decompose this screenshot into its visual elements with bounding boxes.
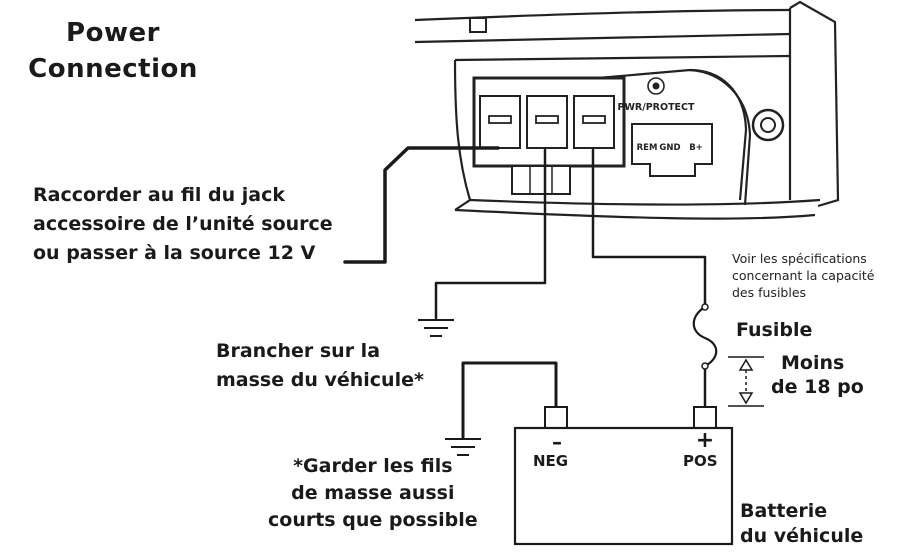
ground-wire-note: *Garder les fils de masse aussi courts q… — [268, 453, 478, 534]
amp-ground-wire — [434, 148, 547, 320]
pwr-protect-led-icon — [647, 77, 665, 95]
positive-symbol: + — [695, 428, 715, 453]
rem-label: REM — [637, 143, 658, 153]
fuse-note-line: des fusibles — [732, 285, 807, 300]
ground-label-line: masse du véhicule* — [216, 369, 424, 391]
amp-power-wire — [591, 148, 707, 309]
ground-symbol-icon — [418, 319, 454, 337]
battery-label-line: du véhicule — [740, 525, 864, 547]
neg-terminal-label: NEG — [533, 452, 569, 470]
remote-wire — [343, 146, 500, 264]
distance-label: Moins de 18 po — [771, 351, 864, 399]
remote-label-line: accessoire de l’unité source — [33, 213, 333, 235]
fuse-note-line: concernant la capacité — [732, 268, 875, 283]
remote-label-line: ou passer à la source 12 V — [33, 242, 316, 264]
power-terminal-block — [472, 76, 626, 195]
fuse-label: Fusible — [736, 319, 813, 341]
fuse-spec-note: Voir les spécifications concernant la ca… — [732, 250, 874, 301]
bplus-label: B+ — [689, 143, 703, 153]
ground-symbol-icon — [445, 438, 481, 456]
vehicle-ground-label: Brancher sur la masse du véhicule* — [216, 337, 424, 395]
remote-wire-label: Raccorder au fil du jack accessoire de l… — [33, 181, 333, 268]
gnd-label: GND — [659, 143, 680, 153]
fuse-note-line: Voir les spécifications — [732, 251, 867, 266]
battery-label-line: Batterie — [740, 500, 828, 522]
ground-note-line: courts que possible — [268, 509, 478, 531]
pos-terminal-label: POS — [683, 452, 718, 470]
distance-label-line: Moins — [781, 352, 845, 374]
ground-label-line: Brancher sur la — [216, 340, 381, 362]
ground-note-line: de masse aussi — [291, 482, 455, 504]
ground-note-line: *Garder les fils — [293, 455, 453, 477]
battery-label: Batterie du véhicule — [740, 499, 863, 549]
remote-label-line: Raccorder au fil du jack — [33, 184, 286, 206]
title-line: Power — [66, 18, 160, 48]
battery-ground-wire — [461, 361, 558, 439]
pwr-protect-label: PWR/PROTECT — [617, 102, 695, 113]
amplifier-housing — [414, 0, 840, 220]
title-line: Connection — [28, 54, 198, 84]
battery — [513, 406, 734, 546]
page-title: Power Connection — [18, 15, 208, 87]
side-screw-icon — [751, 108, 785, 142]
remote-connector — [631, 123, 713, 177]
distance-arrow-icon — [728, 356, 764, 407]
fuse-icon — [692, 305, 718, 368]
negative-symbol: – — [552, 430, 562, 454]
distance-label-line: de 18 po — [771, 376, 864, 398]
